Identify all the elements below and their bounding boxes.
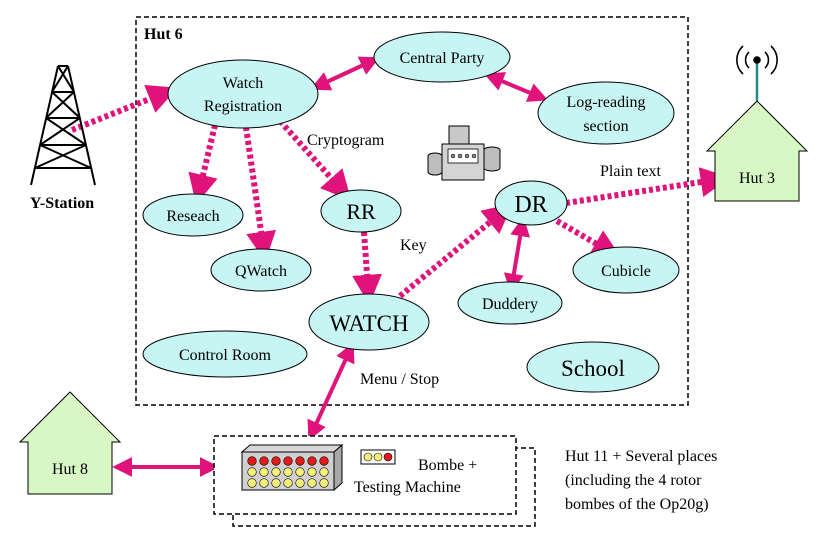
edge-label-plain-text: Plain text: [600, 163, 661, 180]
bombe-drum: [319, 467, 329, 477]
bombe-drum: [319, 478, 329, 488]
bombe-drum: [319, 456, 329, 466]
edge-label-menu-stop: Menu / Stop: [360, 371, 439, 388]
bombe-drum: [271, 478, 281, 488]
node-school[interactable]: School: [526, 341, 660, 393]
watch-registration-line2: Registration: [204, 98, 282, 115]
hut6-boundary: [135, 16, 689, 406]
rr-label: RR: [346, 199, 376, 224]
hut11-note-line1: Hut 11 + Several places: [565, 448, 717, 465]
bombe-label-line2: Testing Machine: [354, 479, 461, 496]
reseach-label: Reseach: [166, 208, 219, 225]
bombe-drum: [283, 467, 293, 477]
bombe-drum: [283, 456, 293, 466]
node-rr[interactable]: RR: [320, 189, 402, 233]
bombe-drum: [247, 478, 257, 488]
log-reading-line2: section: [583, 118, 628, 135]
control-room-label: Control Room: [179, 347, 272, 364]
node-duddery[interactable]: Duddery: [457, 281, 563, 325]
arrow-watch-to-dr: [398, 203, 513, 299]
duddery-label: Duddery: [482, 296, 538, 313]
y-station-label: Y-Station: [30, 195, 94, 212]
arrow-registration-central-party: [310, 56, 380, 91]
node-qwatch[interactable]: QWatch: [210, 248, 312, 292]
bombe-drum: [307, 456, 317, 466]
arrow-registration-to-reseach: [188, 124, 218, 205]
central-party-label: Central Party: [400, 50, 485, 67]
watch-registration-line1: Watch: [223, 75, 263, 92]
dr-label: DR: [514, 192, 547, 218]
arrow-dr-to-cubicle: [555, 218, 622, 259]
arrow-ystation-to-watch-registration: [70, 84, 178, 133]
node-cubicle[interactable]: Cubicle: [572, 246, 680, 294]
bombe-drum: [247, 467, 257, 477]
bombe-drum: [247, 456, 257, 466]
log-reading-line1: Log-reading: [566, 94, 645, 111]
arrow-rr-to-watch: [352, 231, 383, 305]
computer-icon: [427, 125, 501, 181]
node-log-reading-section[interactable]: Log-reading section: [537, 81, 675, 145]
bombe-machine-icon: [240, 443, 344, 492]
hut11-note-line2: (including the 4 rotor: [565, 472, 702, 489]
arrow-central-party-log-reading: [483, 72, 549, 102]
bombe-drum: [259, 467, 269, 477]
bombe-drum: [259, 478, 269, 488]
bombe-drum: [307, 467, 317, 477]
arrow-dr-duddery: [503, 216, 531, 294]
cubicle-label: Cubicle: [601, 263, 651, 280]
bombe-drum: [271, 456, 281, 466]
bombe-drum: [295, 467, 305, 477]
arrow-watch-bombe: [307, 341, 355, 442]
hut11-note-line3: bombes of the Op20g): [565, 496, 709, 513]
node-control-room[interactable]: Control Room: [142, 330, 308, 378]
bombe-drum: [307, 478, 317, 488]
bombe-drum: [295, 456, 305, 466]
node-watch-registration[interactable]: Watch Registration: [167, 59, 319, 129]
testing-machine-icon: [360, 449, 396, 465]
bombe-drum: [283, 478, 293, 488]
node-dr[interactable]: DR: [494, 180, 568, 226]
arrow-registration-to-qwatch: [243, 126, 276, 262]
bombe-label-line1: Bombe +: [418, 457, 477, 474]
node-reseach[interactable]: Reseach: [142, 193, 244, 237]
antenna-icon: [736, 45, 778, 101]
qwatch-label: QWatch: [235, 263, 287, 280]
hut8-house[interactable]: Hut 8: [18, 391, 122, 495]
hut3-label: Hut 3: [739, 170, 775, 187]
arrow-registration-to-rr: [277, 118, 352, 201]
school-label: School: [561, 356, 625, 381]
connections: [70, 56, 731, 477]
y-station-tower-icon: [30, 65, 96, 186]
watch-label: WATCH: [329, 311, 408, 336]
hut8-label: Hut 8: [52, 461, 88, 478]
bombe-drum: [295, 478, 305, 488]
hut6-title: Hut 6: [144, 26, 183, 43]
bombe-drum: [259, 456, 269, 466]
edge-label-key: Key: [400, 237, 427, 254]
node-watch[interactable]: WATCH: [308, 293, 430, 351]
arrow-dr-to-hut3: [565, 167, 731, 206]
hut3-house[interactable]: Hut 3: [705, 100, 809, 202]
bombe-drum: [271, 467, 281, 477]
edge-label-cryptogram: Cryptogram: [307, 132, 385, 149]
node-central-party[interactable]: Central Party: [373, 31, 511, 83]
